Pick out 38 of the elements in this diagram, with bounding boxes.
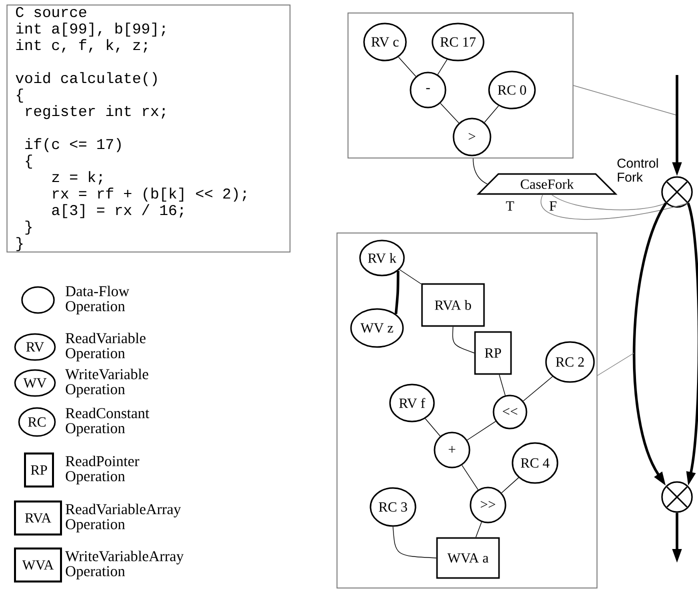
connector [498, 374, 506, 396]
operation-box: WVA a [436, 537, 500, 579]
fork-label: Control Fork [617, 158, 658, 182]
legend-text: ReadVariableArray Operation [66, 504, 181, 532]
leader-line [573, 85, 676, 116]
connector [440, 102, 460, 124]
code-listing: C source int a[99], b[99]; int c, f, k, z; void calculate() { register int rx; if(c <= 17) { z = k; rx = rf + (b[k] << 2); a[3] = rx / 16; } } [6, 4, 290, 252]
connector [399, 269, 422, 284]
fork-circle [661, 481, 693, 513]
connector [475, 522, 482, 538]
connector [484, 106, 499, 123]
connector [501, 477, 519, 494]
edge-label: F [548, 200, 558, 212]
leader-line [597, 352, 634, 376]
legend-text: ReadPointer Operation [66, 456, 140, 484]
connector [466, 421, 496, 440]
connector [398, 56, 416, 77]
legend-text: ReadConstant Operation [66, 408, 150, 436]
connector [472, 158, 488, 184]
connector [437, 59, 448, 75]
connector [540, 194, 688, 220]
connector [551, 194, 666, 210]
legend-text: WriteVariableArray Operation [65, 550, 184, 580]
operation-box: RVA b [421, 283, 485, 327]
connector [462, 464, 478, 490]
connector [392, 526, 437, 558]
fork-circle [661, 176, 693, 208]
edge-label: T [504, 200, 516, 212]
connector [452, 326, 475, 354]
connector [394, 270, 400, 314]
legend-text: WriteVariable Operation [65, 368, 148, 398]
legend-text: Data-Flow Operation [66, 286, 130, 314]
legend-text: ReadVariable Operation [66, 332, 146, 362]
connector [522, 376, 553, 402]
group-box [348, 12, 574, 158]
operation-box: RP [474, 331, 512, 375]
group-box [336, 232, 598, 588]
connector [424, 418, 441, 436]
